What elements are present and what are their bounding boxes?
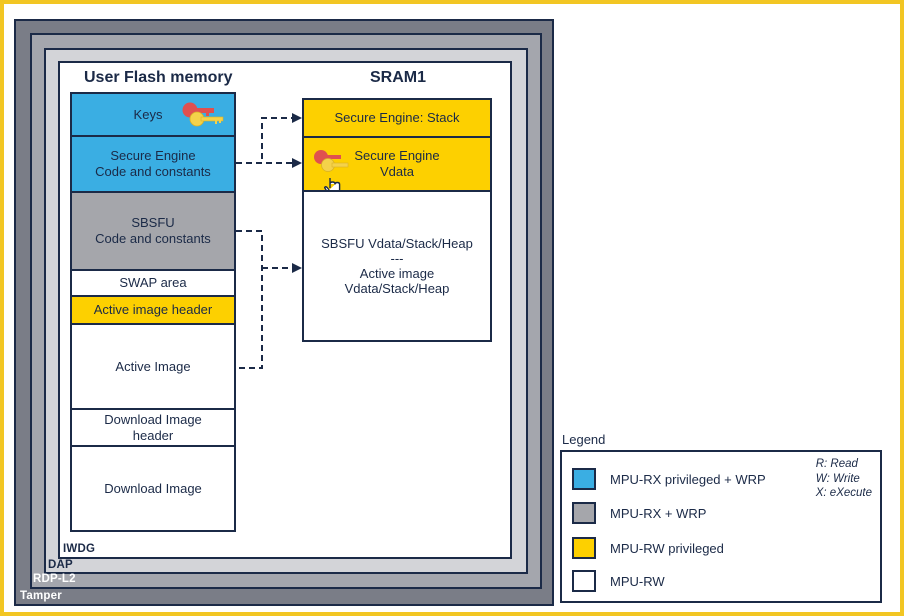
flash-block-swap-area: SWAP area <box>70 269 236 297</box>
legend-item-label: MPU-RX + WRP <box>610 505 707 521</box>
arrow-sbsfu-bracket <box>236 230 263 369</box>
legend-item-label: MPU-RW <box>610 573 665 589</box>
legend-swatch-yellow <box>572 537 596 559</box>
flash-block-secure-engine-code: Secure Engine Code and constants <box>70 135 236 193</box>
legend-swatch-grey <box>572 502 596 524</box>
legend-item-label: MPU-RW privileged <box>610 540 724 556</box>
rdp-l2-label: RDP-L2 <box>33 573 76 585</box>
legend-item-label: MPU-RX privileged + WRP <box>610 471 766 487</box>
keys-icon <box>314 150 349 172</box>
sram-block-sbsfu-active-image-data: SBSFU Vdata/Stack/Heap --- Active image … <box>302 190 492 342</box>
legend-item-blue: MPU-RX privileged + WRP <box>572 468 766 490</box>
legend-swatch-white <box>572 570 596 592</box>
flash-block-download-image: Download Image <box>70 445 236 532</box>
legend-title: Legend <box>562 432 606 447</box>
access-rights-notes: R: Read W: Write X: eXecute <box>816 457 872 501</box>
flash-block-keys: Keys <box>70 92 236 137</box>
flash-block-label: Keys <box>133 106 163 122</box>
flash-block-active-image-header: Active image header <box>70 295 236 325</box>
note-execute: X: eXecute <box>815 487 872 499</box>
dap-label: DAP <box>48 559 73 571</box>
note-write: W: Write <box>815 472 860 485</box>
note-read: R: Read <box>815 458 858 470</box>
sram-block-label: Secure Engine Vdata <box>354 148 440 179</box>
flash-memory-title: User Flash memory <box>84 69 233 86</box>
legend: MPU-RX privileged + WRP MPU-RX + WRP MPU… <box>560 450 882 603</box>
flash-block-sbsfu-code: SBSFU Code and constants <box>70 191 236 271</box>
iwdg-label: IWDG <box>63 543 96 555</box>
flash-block-active-image: Active Image <box>70 323 236 410</box>
keys-icon <box>182 102 224 127</box>
sram1-title: SRAM1 <box>370 69 427 86</box>
legend-item-white: MPU-RW <box>572 570 665 592</box>
legend-item-yellow: MPU-RW privileged <box>572 537 724 559</box>
legend-swatch-blue <box>572 468 596 490</box>
tamper-label: Tamper <box>20 590 62 602</box>
legend-item-grey: MPU-RX + WRP <box>572 502 706 524</box>
arrow-se-code-to-stack <box>236 113 302 164</box>
